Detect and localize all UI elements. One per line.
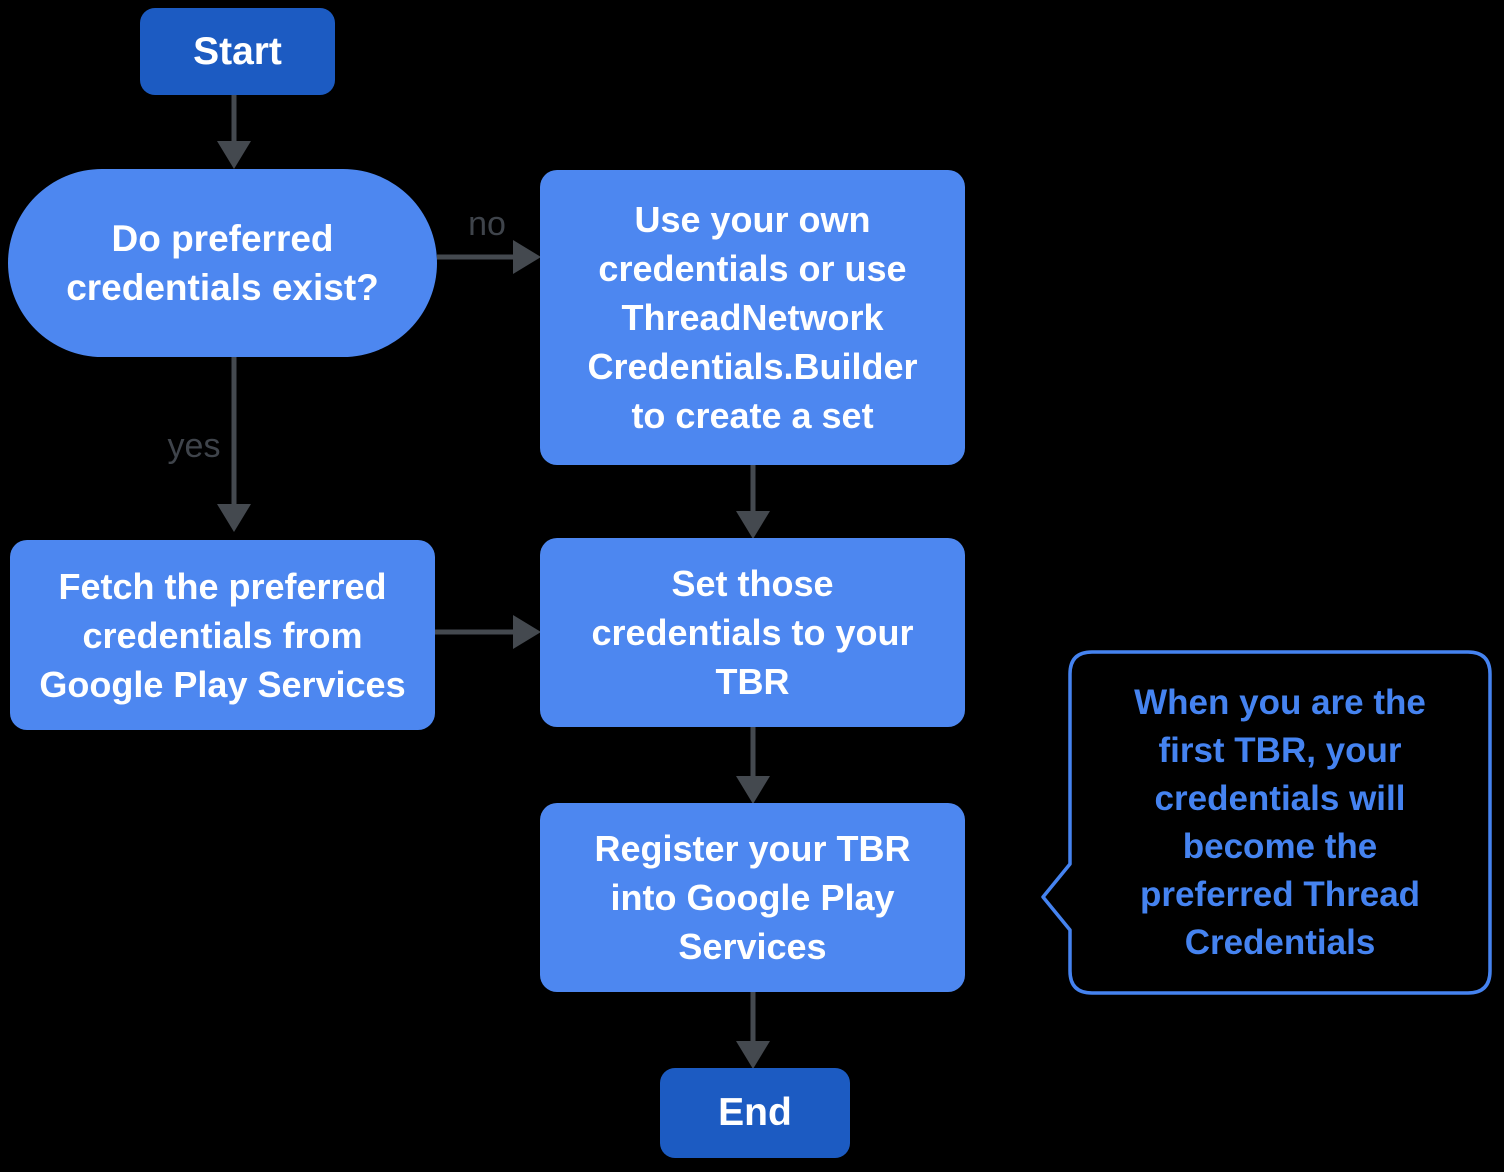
set-credentials-node: Set those credentials to your TBR	[540, 538, 965, 727]
arrow-set-to-register	[736, 727, 770, 804]
use-own-credentials-node: Use your own credentials or use ThreadNe…	[540, 170, 965, 465]
arrow-use-own-to-set	[736, 465, 770, 539]
register-tbr-node: Register your TBR into Google Play Servi…	[540, 803, 965, 992]
edge-label-no: no	[468, 205, 506, 243]
start-node: Start	[140, 8, 335, 95]
edge-label-yes: yes	[167, 427, 221, 465]
arrow-register-to-end	[736, 992, 770, 1069]
arrow-fetch-to-set	[435, 615, 541, 649]
callout-note: When you are the first TBR, your credent…	[1134, 683, 1426, 962]
arrow-start-to-decision	[217, 95, 251, 169]
arrow-decision-to-use-own	[437, 240, 541, 274]
fetch-credentials-node: Fetch the preferred credentials from Goo…	[10, 540, 435, 730]
decision-node-preferred-credentials: Do preferred credentials exist?	[8, 169, 437, 357]
end-node: End	[660, 1068, 850, 1158]
